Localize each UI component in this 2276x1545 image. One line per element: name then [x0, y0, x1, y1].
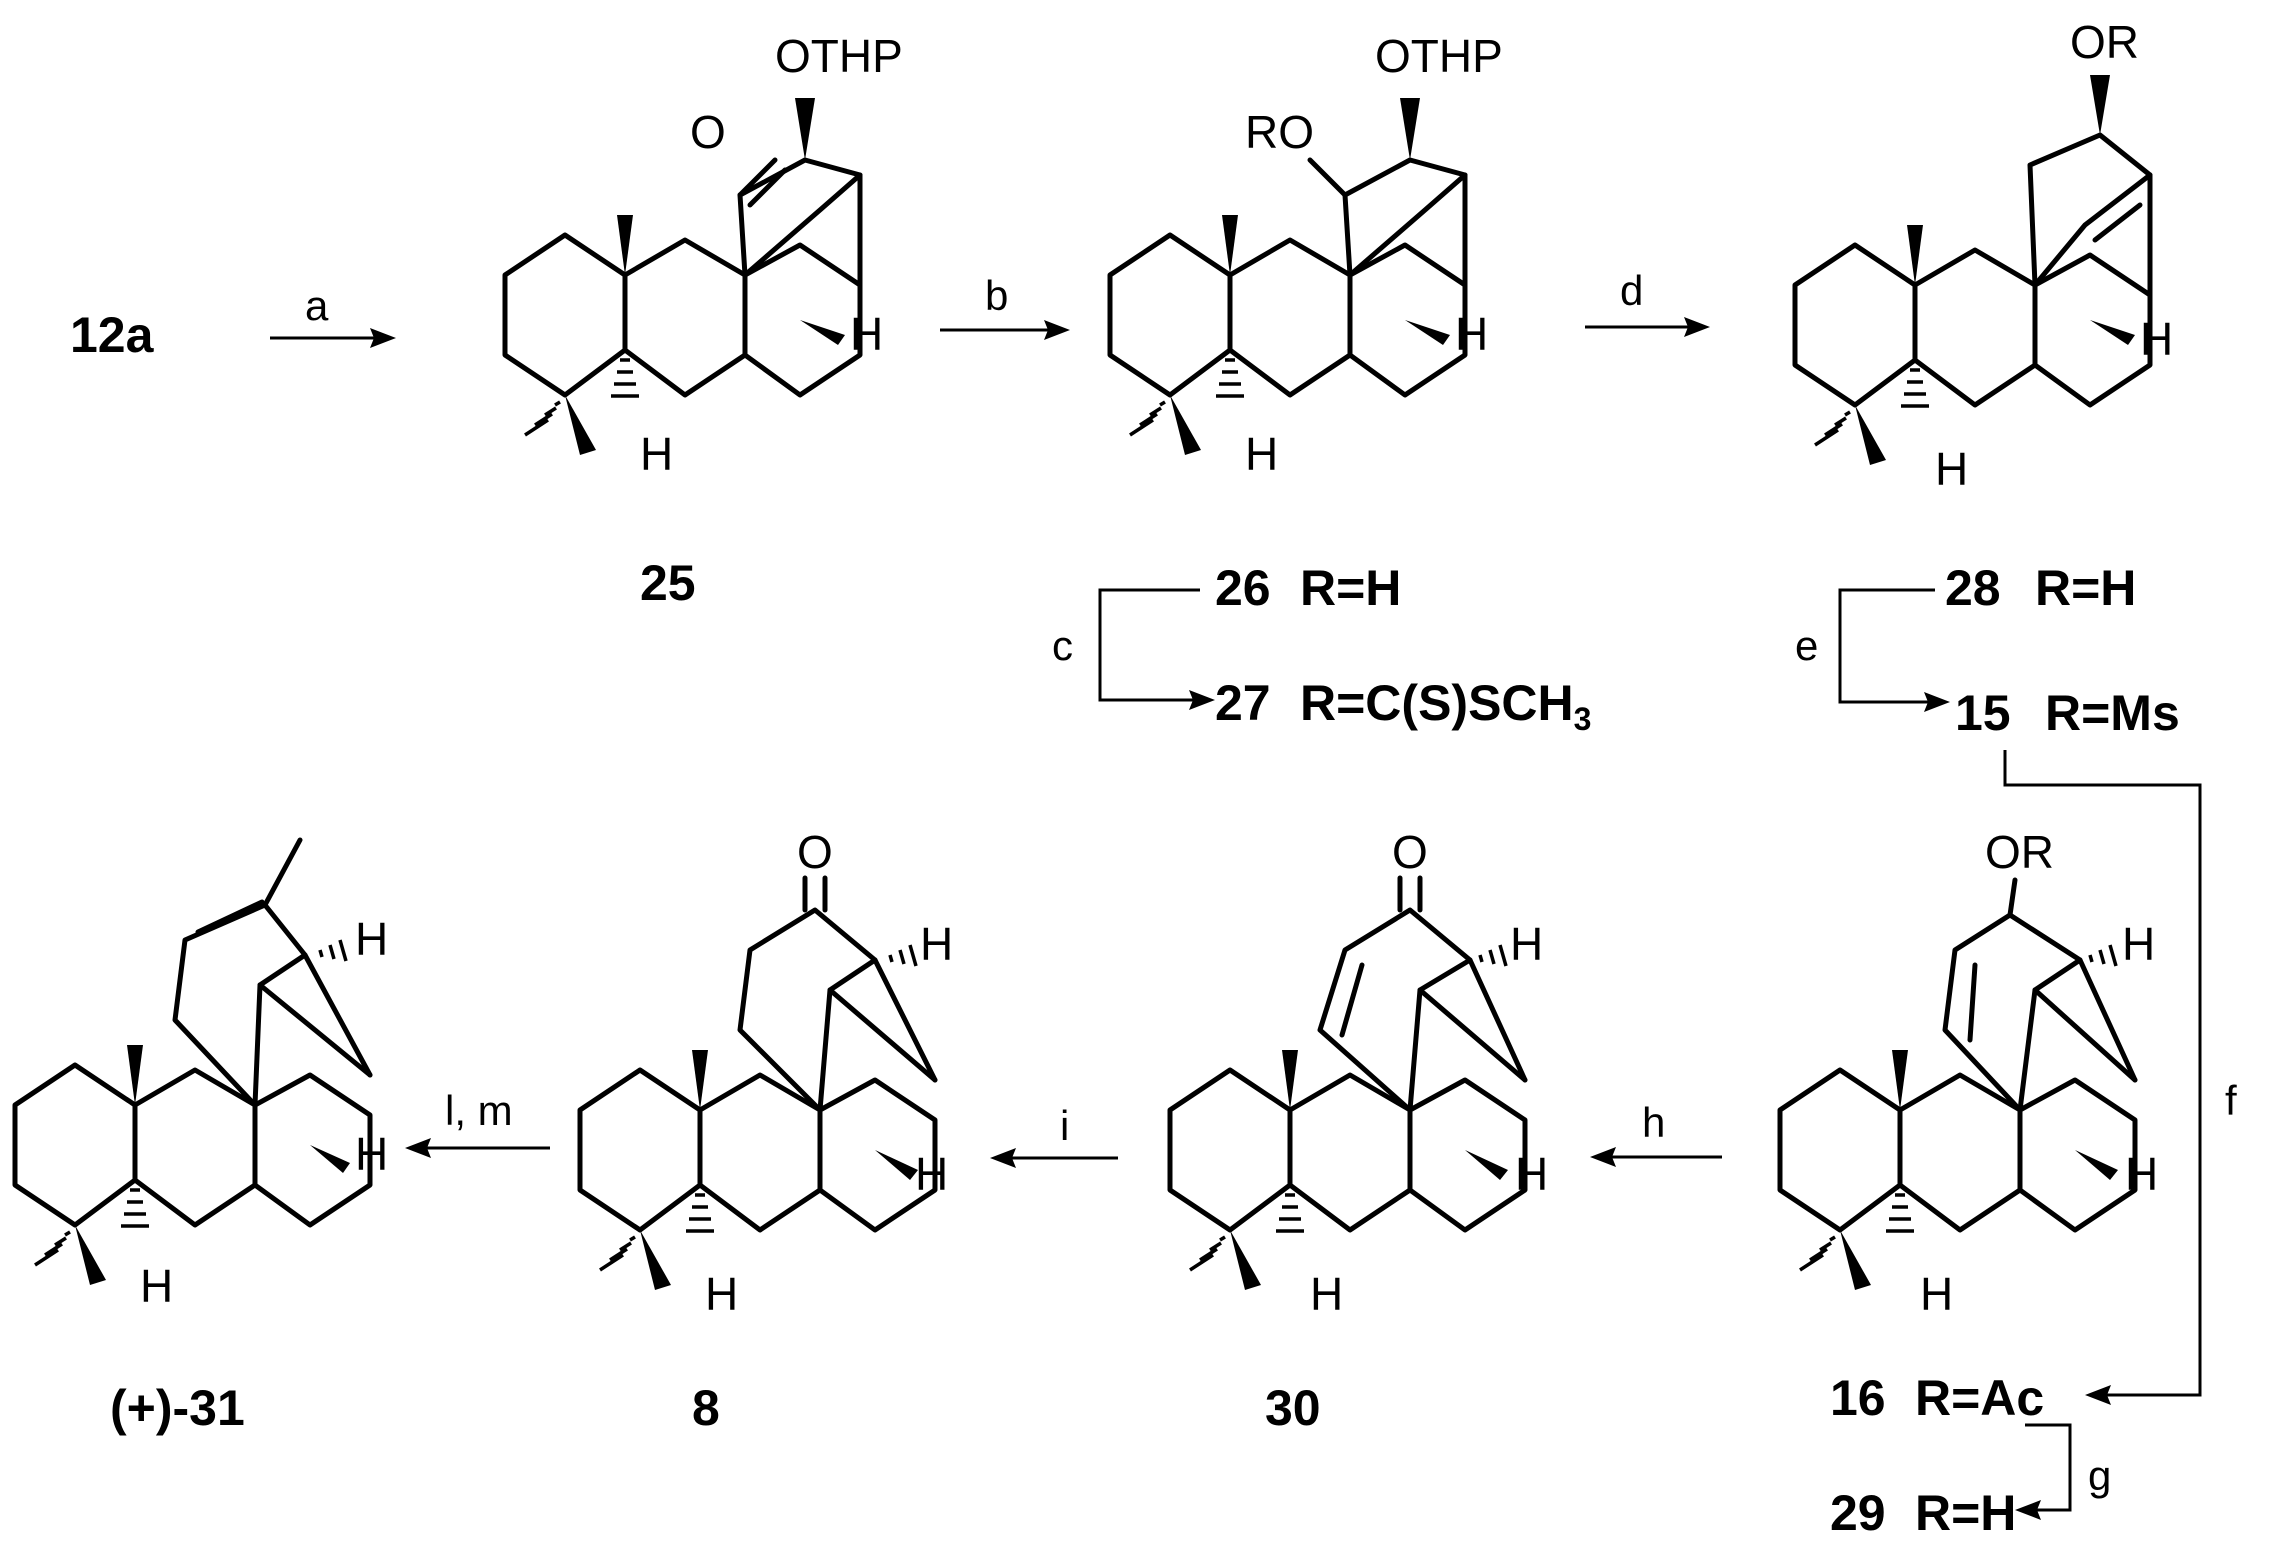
- reaction-arrow-i: [990, 1148, 1118, 1168]
- structure-31: [12, 837, 373, 1285]
- compound-r-26: R=H: [1300, 560, 1401, 616]
- condition-f: f: [2225, 1077, 2237, 1124]
- condition-c: c: [1052, 622, 1073, 669]
- compound-label-29: 29: [1830, 1485, 1886, 1541]
- condition-a: a: [305, 282, 329, 329]
- atom-h-28b: H: [1935, 443, 1968, 495]
- reaction-arrow-g: [2015, 1423, 2072, 1520]
- compound-label-12a: 12a: [70, 307, 155, 363]
- structure-28-15: [1792, 75, 2153, 465]
- condition-i: i: [1060, 1102, 1069, 1149]
- atom-h-26b: H: [1245, 428, 1278, 480]
- atom-o-30: O: [1392, 826, 1428, 878]
- atom-h-30b: H: [1515, 1148, 1548, 1200]
- atom-h-26a: H: [1455, 308, 1488, 360]
- reaction-arrow-e: [1838, 588, 1950, 712]
- atom-h-8a: H: [920, 918, 953, 970]
- atom-o-25: O: [690, 106, 726, 158]
- structure-8: [577, 875, 938, 1290]
- condition-b: b: [985, 272, 1008, 319]
- reaction-arrow-a: [270, 328, 396, 348]
- compound-r-15: R=Ms: [2045, 685, 2180, 741]
- reaction-arrow-f: [2003, 750, 2202, 1405]
- structure-30: [1167, 875, 1528, 1290]
- compound-r-27: R=C(S)SCH3: [1300, 675, 1591, 737]
- structure-26-27: [1107, 98, 1468, 455]
- atom-h-25a: H: [850, 308, 883, 360]
- compound-label-27: 27: [1215, 675, 1271, 731]
- atom-h-8c: H: [705, 1268, 738, 1320]
- compound-r-28: R=H: [2035, 560, 2136, 616]
- atom-h-28a: H: [2140, 313, 2173, 365]
- atom-h-31b: H: [355, 1128, 388, 1180]
- atom-h-16b: H: [2125, 1148, 2158, 1200]
- atom-ro-26: RO: [1245, 106, 1314, 158]
- compound-r-29: R=H: [1915, 1485, 2016, 1541]
- atom-h-8b: H: [915, 1148, 948, 1200]
- reaction-arrow-lm: [405, 1138, 550, 1158]
- condition-d: d: [1620, 267, 1643, 314]
- condition-lm: l, m: [445, 1087, 513, 1134]
- atom-othp-25: OTHP: [775, 30, 903, 82]
- compound-label-30: 30: [1265, 1380, 1321, 1436]
- compound-label-28: 28: [1945, 560, 2001, 616]
- atom-othp-26: OTHP: [1375, 30, 1503, 82]
- atom-or-16: OR: [1985, 826, 2054, 878]
- compound-label-31: (+)-31: [110, 1380, 245, 1436]
- compound-label-8: 8: [692, 1380, 720, 1436]
- reaction-arrow-d: [1585, 317, 1710, 337]
- atom-h-31a: H: [355, 913, 388, 965]
- atom-or-28: OR: [2070, 16, 2139, 68]
- reaction-arrow-c: [1098, 588, 1215, 710]
- reaction-arrow-h: [1590, 1147, 1722, 1167]
- atom-h-30a: H: [1510, 918, 1543, 970]
- compound-r-16: R=Ac: [1915, 1370, 2044, 1426]
- condition-h: h: [1642, 1099, 1665, 1146]
- condition-g: g: [2088, 1452, 2111, 1499]
- compound-label-15: 15: [1955, 685, 2011, 741]
- compound-label-26: 26: [1215, 560, 1271, 616]
- reaction-arrow-b: [940, 320, 1070, 340]
- atom-h-16a: H: [2122, 918, 2155, 970]
- atom-h-25b: H: [640, 428, 673, 480]
- atom-o-8: O: [797, 826, 833, 878]
- compound-label-16: 16: [1830, 1370, 1886, 1426]
- structure-25: [502, 98, 863, 455]
- condition-e: e: [1795, 622, 1818, 669]
- compound-label-25: 25: [640, 555, 696, 611]
- atom-h-16c: H: [1920, 1268, 1953, 1320]
- atom-h-31c: H: [140, 1260, 173, 1312]
- atom-h-30c: H: [1310, 1268, 1343, 1320]
- structure-16-29: [1777, 877, 2138, 1290]
